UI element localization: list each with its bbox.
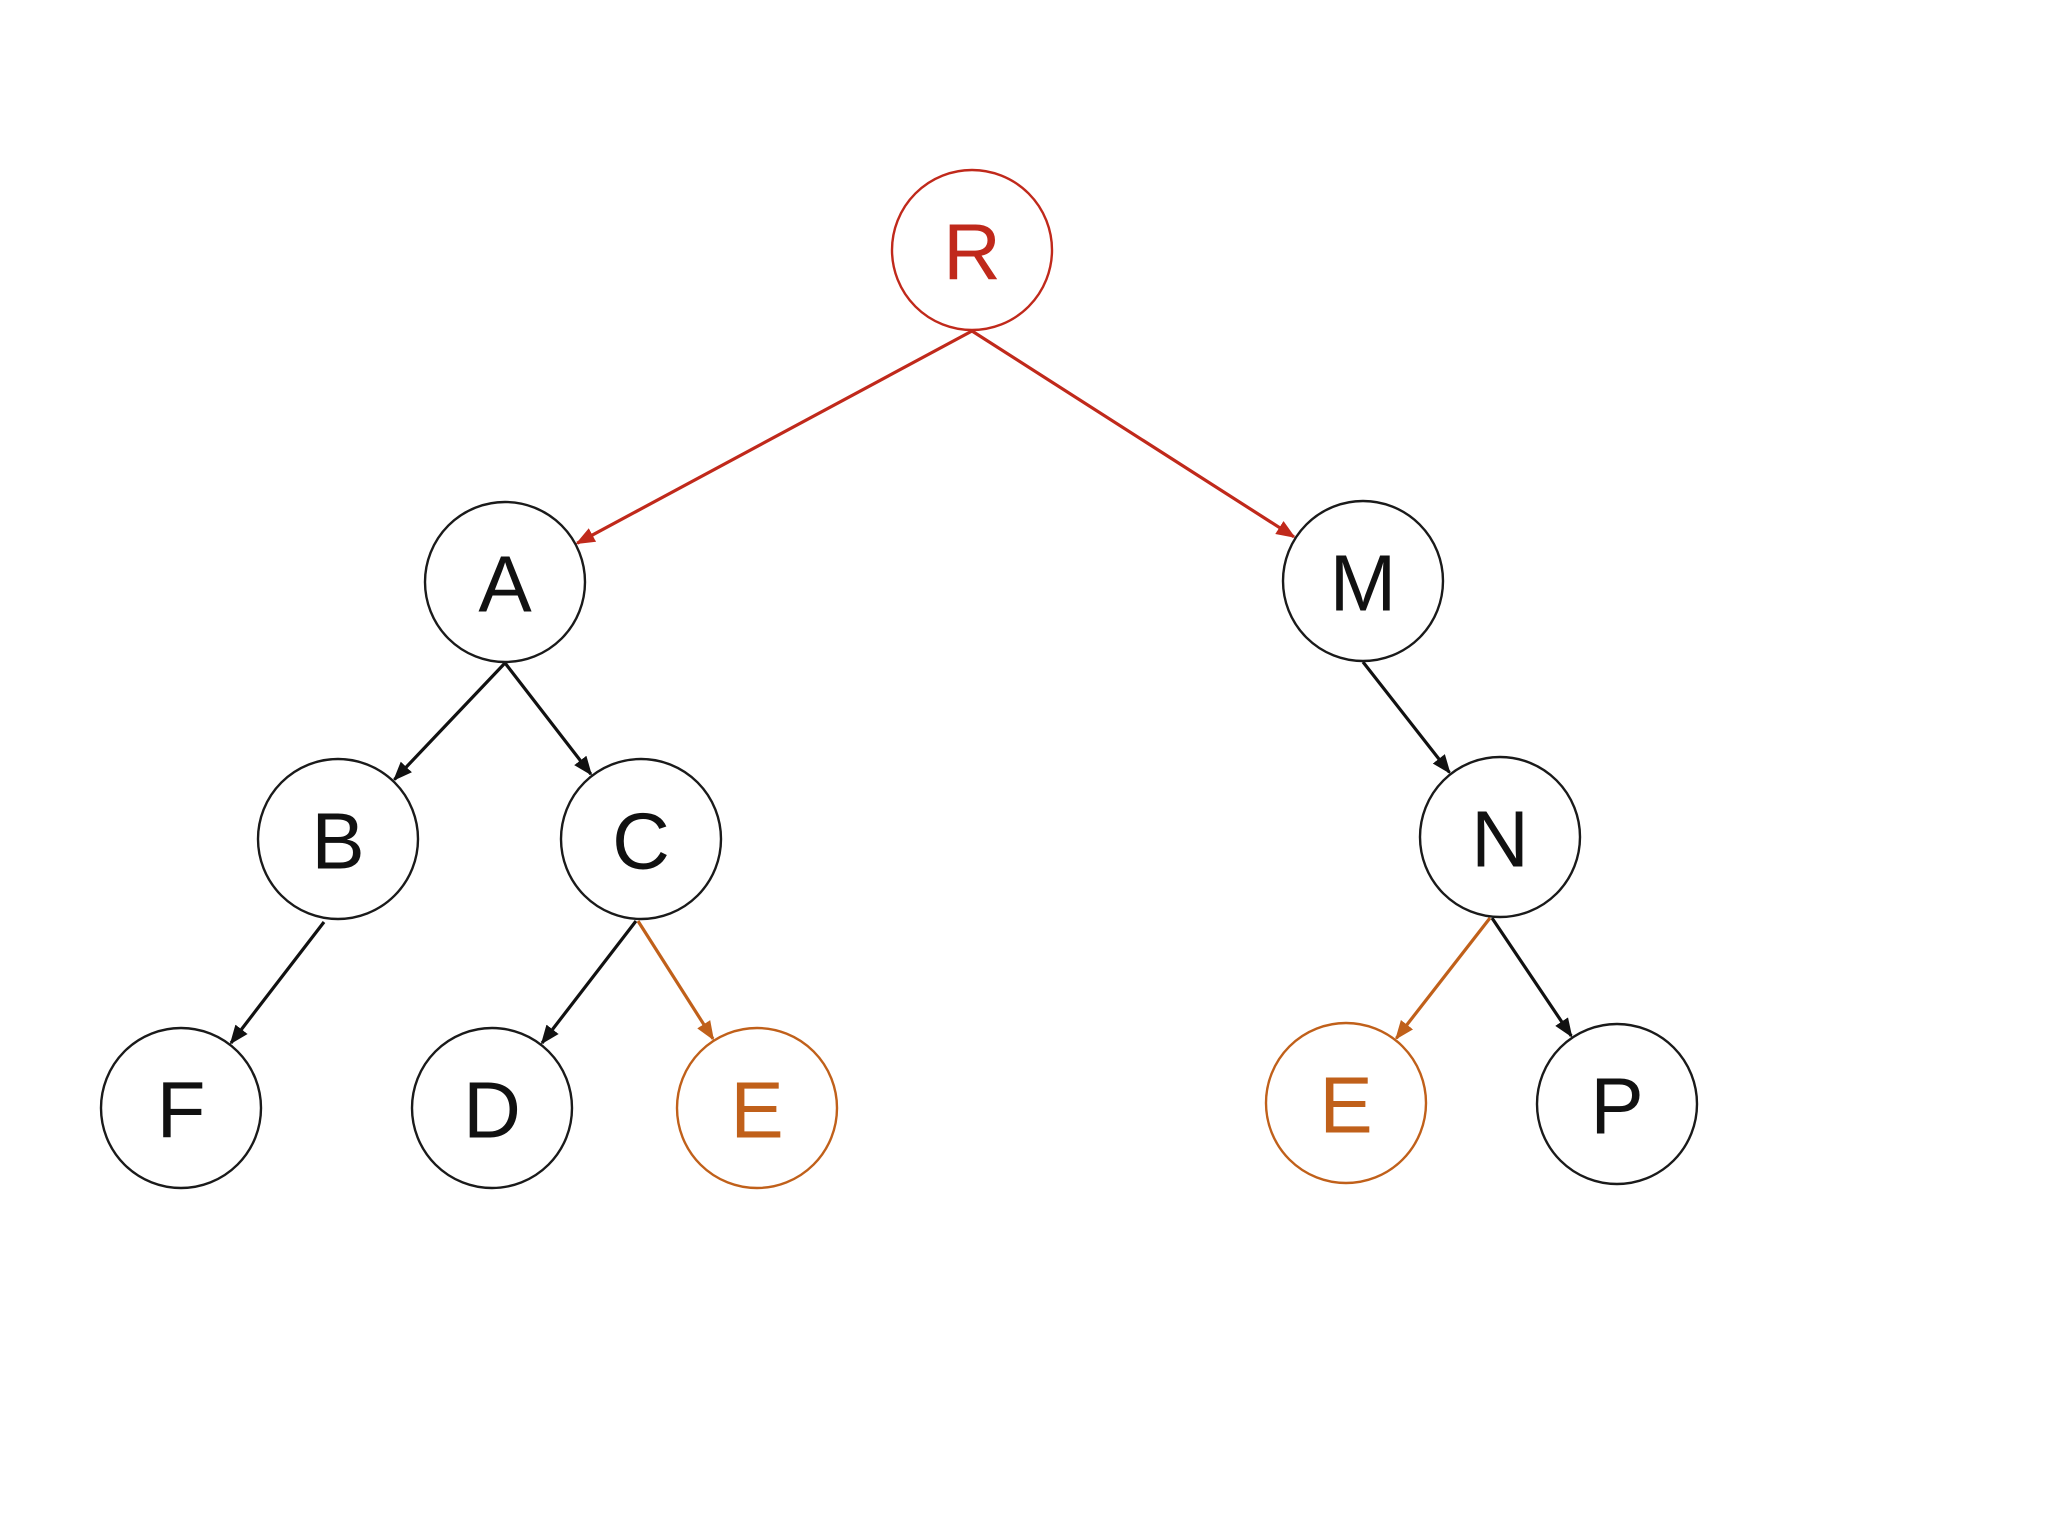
edge-b-to-f xyxy=(229,921,326,1045)
node-d: D xyxy=(410,1026,574,1190)
edge-r-to-m xyxy=(971,329,1296,539)
edges-layer xyxy=(229,329,1573,1045)
node-f: F xyxy=(99,1026,263,1190)
nodes-layer: R A M B C N F D E E P xyxy=(99,168,1699,1190)
node-circle xyxy=(410,1026,574,1190)
edge-r-to-a xyxy=(575,329,973,545)
node-circle xyxy=(423,500,587,664)
node-circle xyxy=(559,757,723,921)
node-circle xyxy=(1264,1021,1428,1185)
node-label: M xyxy=(1330,539,1397,628)
edge-n-to-p xyxy=(1490,917,1573,1038)
node-r: R xyxy=(890,168,1054,332)
node-circle xyxy=(1418,755,1582,919)
edge-a-to-b xyxy=(393,661,507,781)
node-label: F xyxy=(157,1066,206,1155)
node-circle xyxy=(99,1026,263,1190)
node-label: D xyxy=(463,1066,521,1155)
edge-n-to-e2 xyxy=(1395,917,1492,1040)
node-label: E xyxy=(1319,1061,1372,1150)
edge-c-to-e1 xyxy=(636,920,715,1041)
node-circle xyxy=(1535,1022,1699,1186)
node-circle xyxy=(890,168,1054,332)
node-circle xyxy=(675,1026,839,1190)
node-m: M xyxy=(1281,499,1445,663)
node-label: E xyxy=(730,1066,783,1155)
node-p: P xyxy=(1535,1022,1699,1186)
node-e2: E xyxy=(1264,1021,1428,1185)
node-label: C xyxy=(612,797,670,886)
node-label: B xyxy=(311,797,364,886)
node-label: R xyxy=(943,208,1001,297)
node-b: B xyxy=(256,757,420,921)
node-e1: E xyxy=(675,1026,839,1190)
node-circle xyxy=(256,757,420,921)
node-circle xyxy=(1281,499,1445,663)
edge-m-to-n xyxy=(1361,661,1451,774)
node-label: A xyxy=(478,540,532,629)
node-label: P xyxy=(1590,1062,1643,1151)
node-n: N xyxy=(1418,755,1582,919)
node-c: C xyxy=(559,757,723,921)
edge-a-to-c xyxy=(503,662,593,776)
node-a: A xyxy=(423,500,587,664)
node-label: N xyxy=(1471,795,1529,884)
edge-c-to-d xyxy=(540,920,638,1045)
